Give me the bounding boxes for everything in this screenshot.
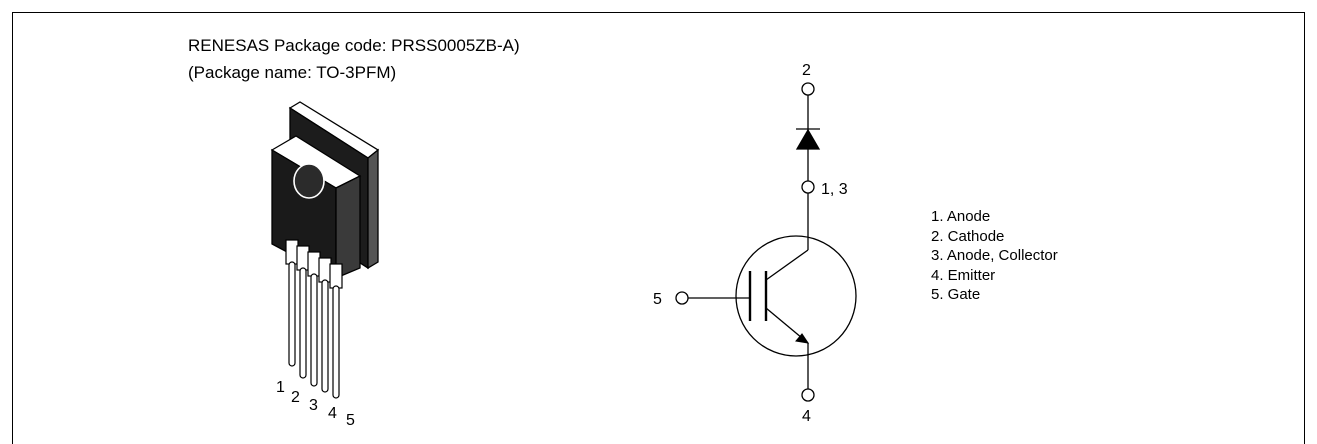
lead-number-5: 5: [346, 412, 355, 429]
package-drawing: 1 2 3 4 5: [270, 101, 380, 429]
schematic-pin-5-label: 5: [653, 291, 662, 308]
lead-number-1: 1: [276, 379, 285, 396]
pin-assignment-list: 1. Anode 2. Cathode 3. Anode, Collector …: [931, 207, 1058, 305]
schematic-pin-1-3-label: 1, 3: [821, 181, 848, 198]
igbt-icon: [735, 235, 857, 357]
pin-assignment-item: 5. Gate: [931, 286, 981, 303]
figure-frame: [12, 12, 1305, 444]
terminal-1-3-icon: [801, 180, 815, 194]
lead-3: [310, 273, 318, 387]
lead-4: [321, 279, 329, 393]
schematic-symbol: [675, 82, 857, 402]
schematic-pin-2-label: 2: [802, 62, 811, 79]
terminal-5-icon: [675, 291, 689, 305]
lead-number-3: 3: [309, 397, 318, 414]
pin-assignment-item: 1. Anode: [931, 208, 991, 225]
lead-1: [288, 261, 296, 367]
lead-number-2: 2: [291, 389, 300, 406]
package-code-label: RENESAS Package code: PRSS0005ZB-A): [188, 36, 520, 55]
lead-number-4: 4: [328, 405, 337, 422]
diode-icon: [795, 128, 821, 150]
schematic-pin-4-label: 4: [802, 408, 811, 425]
pin-assignment-item: 3. Anode, Collector: [931, 247, 1058, 264]
terminal-4-icon: [801, 388, 815, 402]
pin-assignment-item: 2. Cathode: [931, 227, 1005, 245]
lead-2: [299, 267, 307, 379]
lead-5: [332, 285, 340, 399]
package-name-label: (Package name: TO-3PFM): [188, 63, 397, 82]
pin-assignment-item: 4. Emitter: [931, 266, 996, 284]
mounting-hole-icon: [293, 163, 325, 199]
terminal-2-icon: [801, 82, 815, 96]
